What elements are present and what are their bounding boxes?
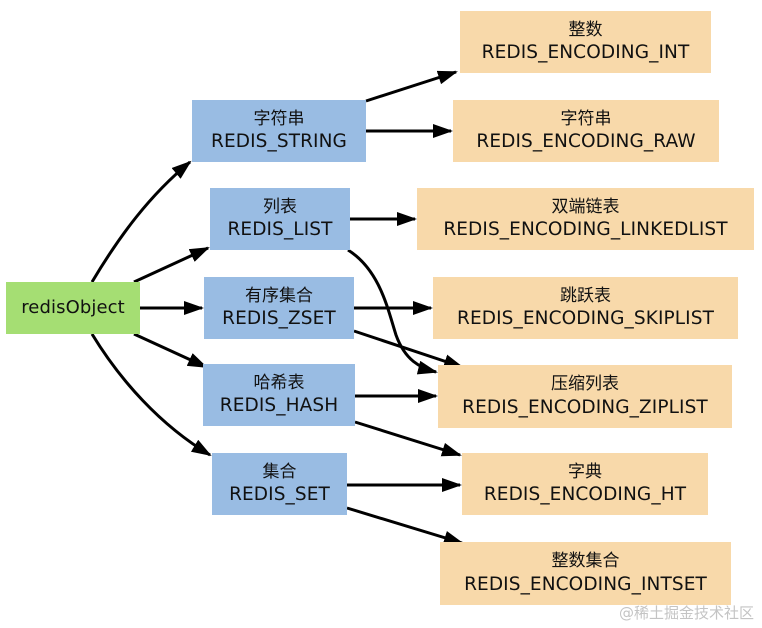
node-encoding-linkedlist: 双端链表 REDIS_ENCODING_LINKEDLIST xyxy=(417,188,754,250)
node-label-cn: 跳跃表 xyxy=(560,285,611,306)
node-label-cn: 字符串 xyxy=(560,108,612,129)
edge-root-to-set xyxy=(90,333,212,457)
edge-root-to-string xyxy=(90,160,192,283)
node-label-en: REDIS_STRING xyxy=(211,131,347,153)
node-encoding-int: 整数 REDIS_ENCODING_INT xyxy=(460,11,711,73)
node-label: redisObject xyxy=(21,296,125,318)
node-label-cn: 整数集合 xyxy=(551,551,620,572)
node-redis-set: 集合 REDIS_SET xyxy=(212,453,347,515)
node-label-en: REDIS_SET xyxy=(229,484,330,506)
edge-hash-to-ht xyxy=(354,420,462,457)
node-label-cn: 字符串 xyxy=(253,108,305,129)
node-redis-hash: 哈希表 REDIS_HASH xyxy=(203,364,355,426)
node-label-en: REDIS_ENCODING_RAW xyxy=(476,131,696,153)
edge-string-to-int xyxy=(365,70,458,103)
watermark: @稀土掘金技术社区 xyxy=(618,604,754,622)
node-label-en: REDIS_LIST xyxy=(227,219,333,241)
node-label-en: REDIS_ENCODING_SKIPLIST xyxy=(457,308,714,330)
node-label-en: REDIS_HASH xyxy=(219,395,339,417)
edge-root-to-list xyxy=(133,246,210,284)
node-label-cn: 压缩列表 xyxy=(551,374,619,395)
node-redis-zset: 有序集合 REDIS_ZSET xyxy=(204,277,354,339)
node-label-en: REDIS_ZSET xyxy=(222,308,336,330)
node-label-en: REDIS_ENCODING_INTSET xyxy=(464,573,707,595)
edge-set-to-intset xyxy=(346,506,464,545)
node-label-en: REDIS_ENCODING_HT xyxy=(483,484,687,506)
node-redis-object: redisObject xyxy=(6,282,140,334)
node-redis-list: 列表 REDIS_LIST xyxy=(210,188,350,250)
edge-root-to-hash xyxy=(133,332,208,369)
node-encoding-raw: 字符串 REDIS_ENCODING_RAW xyxy=(453,100,719,162)
node-label-cn: 列表 xyxy=(263,196,297,217)
node-redis-string: 字符串 REDIS_STRING xyxy=(192,100,366,162)
node-label-cn: 字典 xyxy=(568,461,602,482)
node-label-en: REDIS_ENCODING_INT xyxy=(481,42,690,64)
node-label-cn: 有序集合 xyxy=(245,285,313,306)
node-label-cn: 双端链表 xyxy=(551,196,620,217)
node-encoding-ziplist: 压缩列表 REDIS_ENCODING_ZIPLIST xyxy=(438,365,732,428)
node-label-cn: 哈希表 xyxy=(253,372,305,393)
node-label-cn: 集合 xyxy=(262,461,297,482)
node-encoding-intset: 整数集合 REDIS_ENCODING_INTSET xyxy=(440,542,731,605)
node-encoding-ht: 字典 REDIS_ENCODING_HT xyxy=(462,453,708,515)
node-label-en: REDIS_ENCODING_ZIPLIST xyxy=(462,396,708,418)
node-encoding-skiplist: 跳跃表 REDIS_ENCODING_SKIPLIST xyxy=(433,277,738,339)
node-label-cn: 整数 xyxy=(568,19,603,40)
edge-zset-to-ziplist xyxy=(353,329,464,369)
node-label-en: REDIS_ENCODING_LINKEDLIST xyxy=(443,219,728,241)
edge-list-to-ziplist xyxy=(347,248,438,375)
